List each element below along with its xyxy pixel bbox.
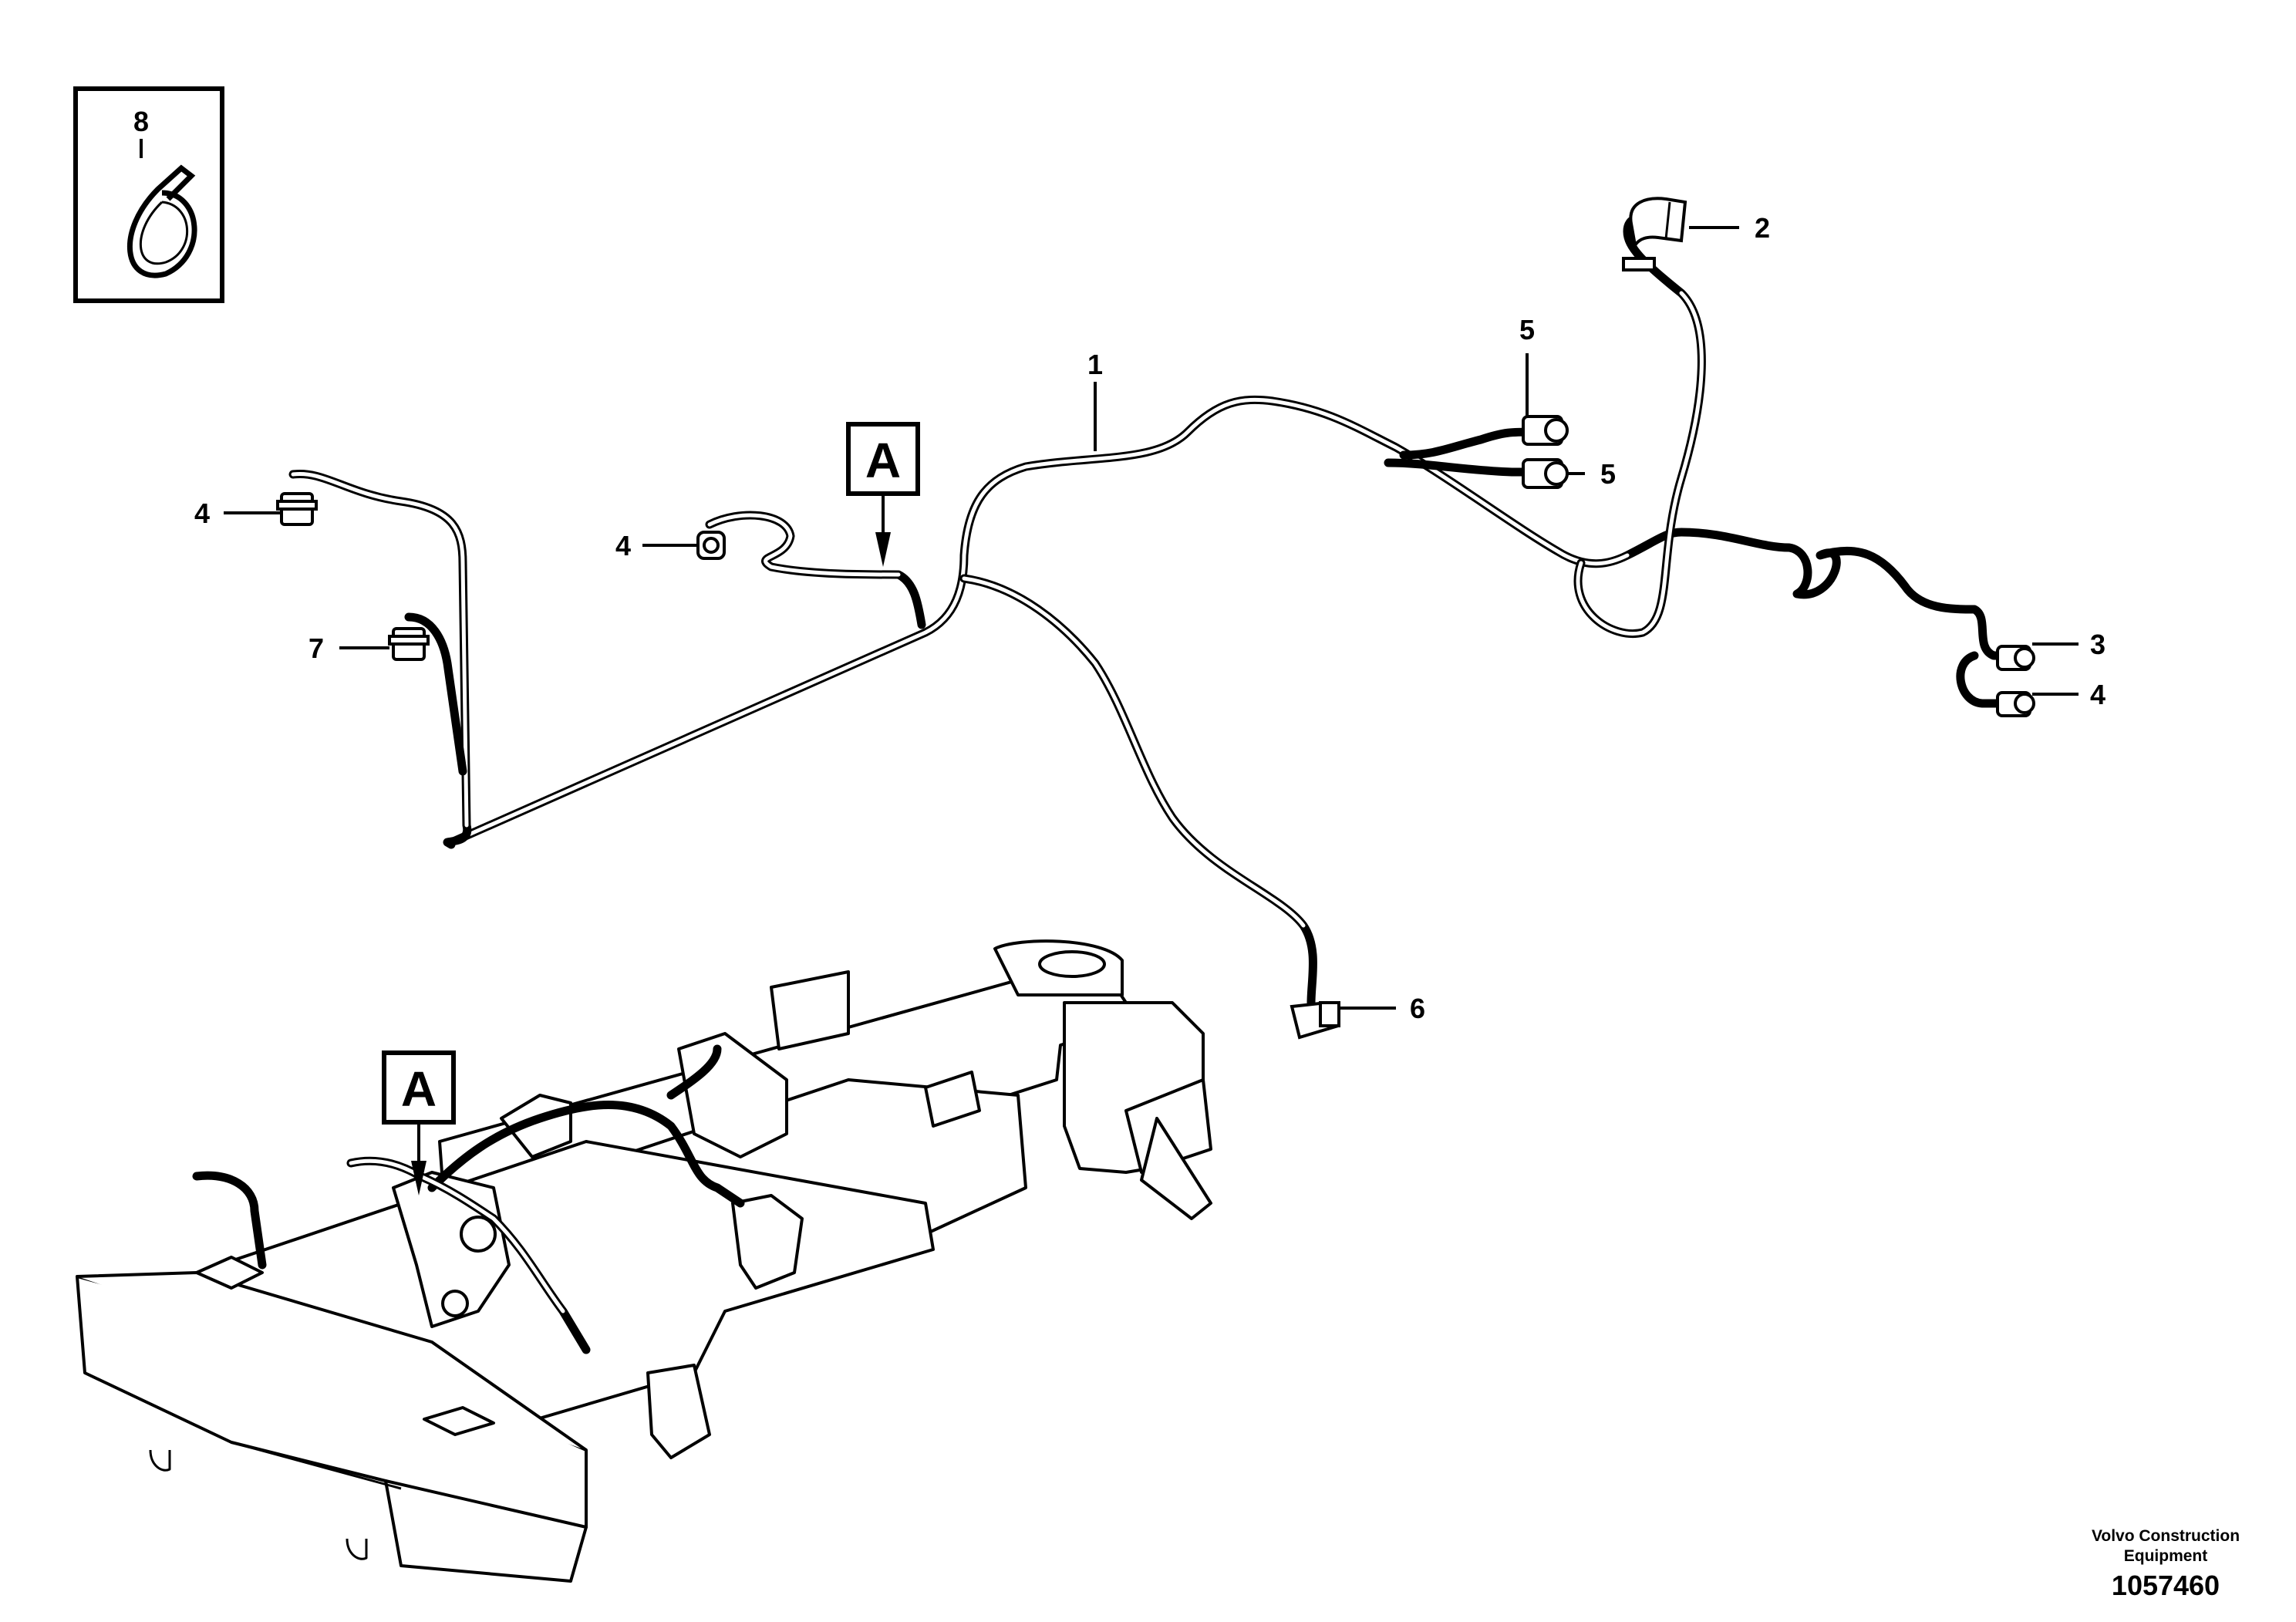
- chassis-frame: [76, 939, 1212, 1583]
- connector-7: [388, 627, 430, 661]
- connector-4-right: [1996, 691, 2035, 717]
- callout-5-bottom: 5: [1600, 458, 1616, 490]
- view-tag-upper: A: [846, 422, 920, 567]
- main-harness: [288, 212, 2010, 1007]
- connector-6: [1290, 1000, 1340, 1040]
- callout-3: 3: [2090, 629, 2106, 660]
- view-tag-lower: A: [382, 1050, 456, 1195]
- company-name-line1: Volvo Construction: [2092, 1527, 2240, 1545]
- drawing-number: 1057460: [2112, 1570, 2220, 1601]
- connector-5-bottom: [1522, 458, 1569, 489]
- callout-1: 1: [1087, 349, 1103, 380]
- callout-7: 7: [308, 632, 324, 664]
- footer: Volvo Construction Equipment 1057460: [2092, 1527, 2240, 1601]
- view-tag-lower-label: A: [401, 1061, 437, 1117]
- callouts: 1 2 3 4 5 5 4 7 4 6: [194, 212, 2106, 1024]
- view-tag-upper-label: A: [865, 433, 901, 488]
- connector-4-mid: [696, 531, 726, 560]
- callout-4-left: 4: [194, 497, 210, 529]
- callout-6: 6: [1410, 993, 1425, 1024]
- cable-tie-icon: [126, 164, 197, 278]
- callout-2: 2: [1755, 212, 1770, 244]
- connector-4-left: [276, 492, 318, 526]
- callout-4-right: 4: [2090, 679, 2106, 710]
- connector-5-top: [1522, 415, 1569, 446]
- connector-2: [1622, 197, 1687, 271]
- inset-cable-tie: 8: [73, 86, 224, 303]
- connector-3: [1996, 645, 2035, 671]
- callout-5-top: 5: [1519, 314, 1535, 346]
- company-name-line2: Equipment: [2124, 1547, 2208, 1565]
- callout-4-mid: 4: [615, 530, 631, 561]
- inset-label: 8: [133, 106, 149, 137]
